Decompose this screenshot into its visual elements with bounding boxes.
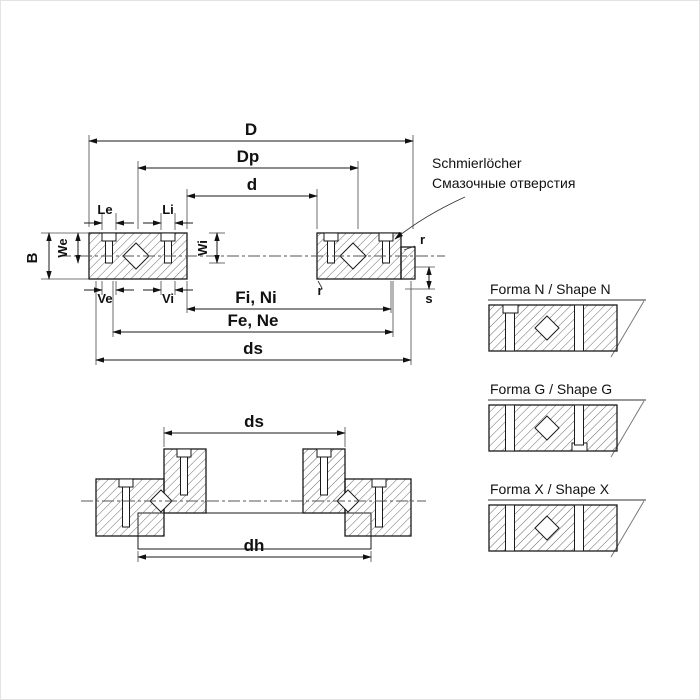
dim-label-B: B: [24, 252, 41, 263]
dim-label-dh: dh: [244, 536, 265, 555]
dim-label-FeNe: Fe, Ne: [227, 311, 278, 330]
dim-label-Dp: Dp: [237, 147, 260, 166]
dim-label-Le: Le: [97, 202, 112, 217]
crossed-roller-icons-bottom: [149, 489, 360, 513]
grease-hole-leader: [394, 196, 466, 240]
form-title-G: Forma G / Shape G: [490, 381, 612, 397]
dim-label-d: d: [247, 175, 257, 194]
ds-dimension: [163, 427, 346, 447]
dim-label-FiNi: Fi, Ni: [235, 288, 277, 307]
dim-label-s: s: [425, 291, 432, 306]
grease-note-ru: Смазочные отверстия: [432, 175, 575, 191]
dim-label-D: D: [245, 120, 257, 139]
form-title-N: Forma N / Shape N: [490, 281, 611, 297]
shaft-plate: [137, 512, 372, 550]
dimension-lines: [46, 138, 432, 363]
dim-label-Ve: Ve: [97, 291, 112, 306]
bolt-holes: [101, 232, 394, 264]
r-bottom-leader: [317, 280, 323, 289]
dim-label-r-top: r: [420, 232, 425, 247]
bottom-section-drawing: ds dh: [81, 412, 426, 562]
dh-dimension: [137, 551, 372, 562]
dim-label-ds-bottom: ds: [244, 412, 264, 431]
form-variant-X: Forma X / Shape X: [488, 481, 646, 558]
form-variant-N: Forma N / Shape N: [488, 281, 646, 358]
inner-ring-blocks: [163, 448, 346, 514]
form-title-X: Forma X / Shape X: [490, 481, 610, 497]
form-variant-G: Forma G / Shape G: [488, 381, 646, 458]
forms-column: Forma N / Shape N Forma G / Shape G Form…: [488, 281, 646, 558]
dim-label-r-bottom: r: [317, 283, 322, 298]
crossed-roller-icons: [122, 242, 367, 270]
dim-label-Li: Li: [162, 202, 174, 217]
dim-label-We: We: [55, 238, 70, 257]
dim-label-Wi: Wi: [195, 240, 210, 256]
dim-label-ds-top: ds: [243, 339, 263, 358]
grease-note-de: Schmierlöcher: [432, 155, 522, 171]
r-top-leader: [403, 245, 416, 251]
top-section-drawing: D Dp d Le Li We Wi B Ve Vi Fi, Ni Fe, Ne…: [24, 120, 575, 365]
bolt-holes-bottom: [118, 448, 387, 528]
dim-label-Vi: Vi: [162, 291, 174, 306]
